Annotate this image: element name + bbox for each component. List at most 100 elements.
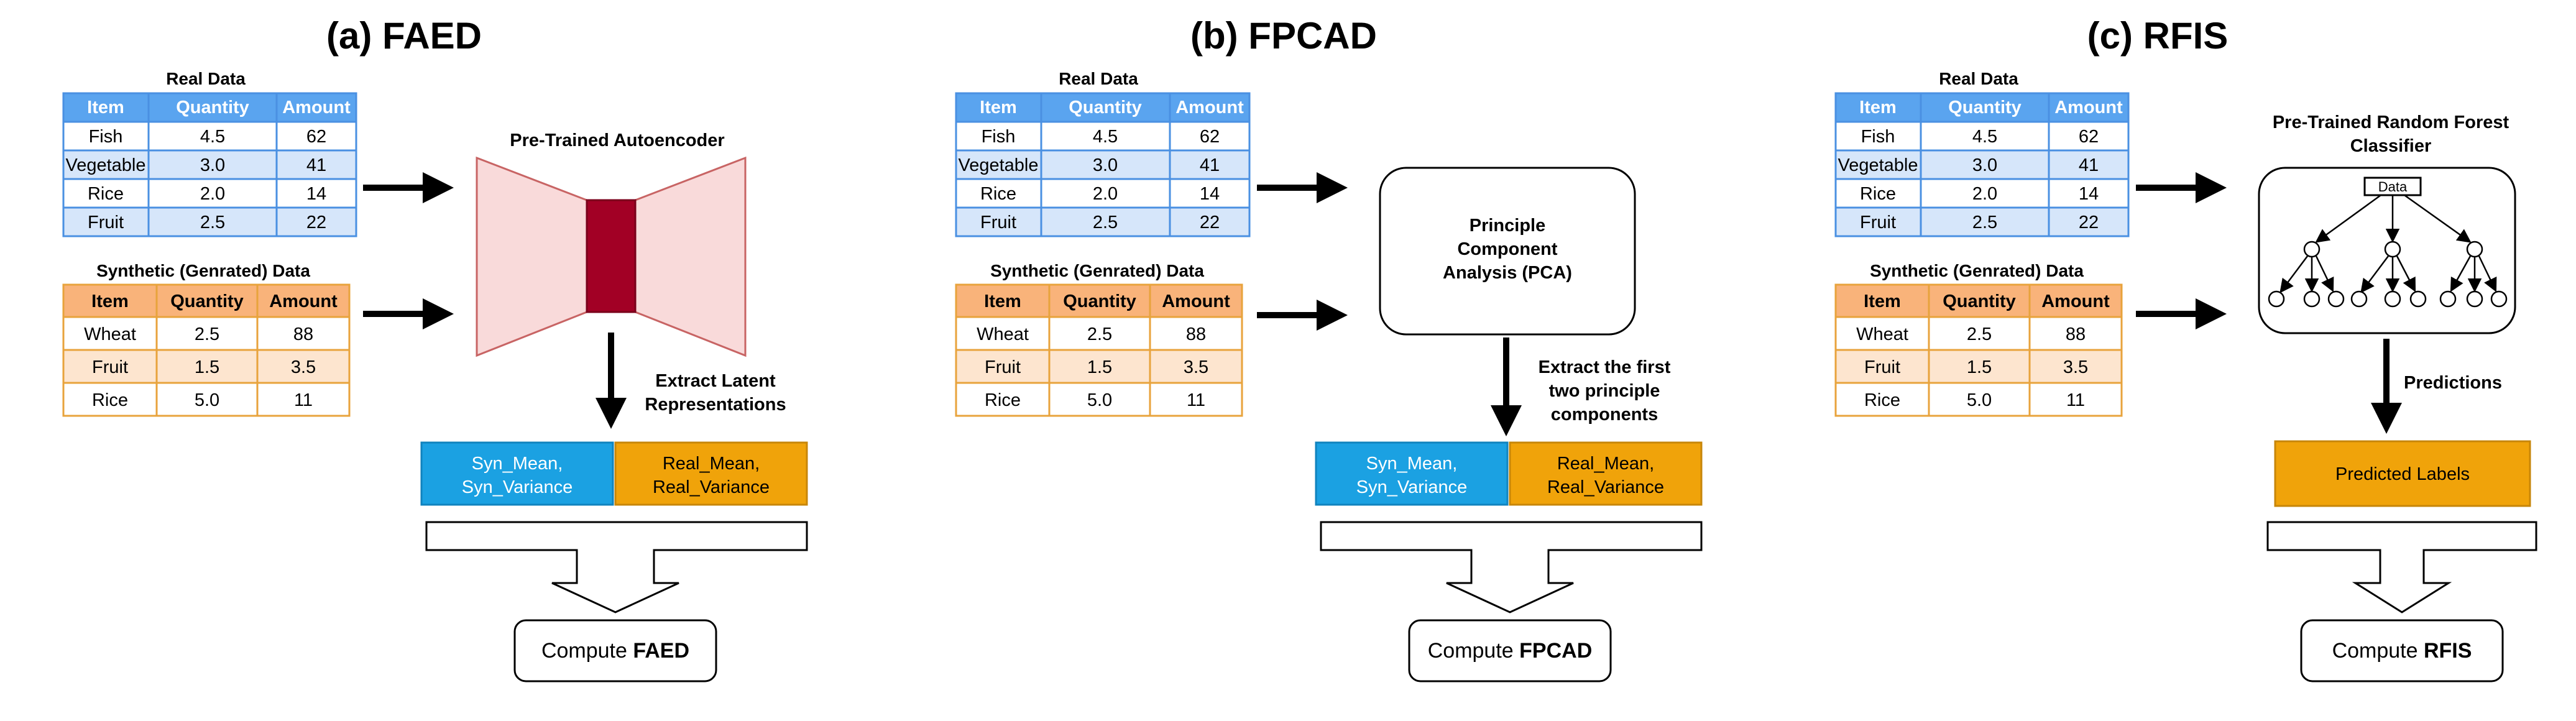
autoencoder-shape [476, 156, 747, 357]
table-cell: 2.5 [1967, 324, 1992, 344]
table-cell: Fruit [980, 213, 1016, 232]
table-cell: 22 [1200, 213, 1220, 232]
table-cell: Fruit [1864, 357, 1900, 377]
table-cell: Rice [1860, 184, 1896, 204]
table-cell: 14 [306, 184, 326, 204]
table-cell: 5.0 [195, 390, 219, 410]
header-item: Item [984, 292, 1021, 311]
table-row: Vegetable 3.0 41 [1834, 149, 2130, 180]
panel-title: (b) FPCAD [1190, 15, 1377, 57]
table-row: Fish 4.5 62 [62, 121, 357, 152]
table-row: Wheat 2.5 88 [955, 316, 1243, 351]
table-cell: 4.5 [1972, 127, 1997, 147]
table-cell: 2.0 [200, 184, 225, 204]
header-quantity: Quantity [1069, 98, 1142, 117]
table-row: Rice 2.0 14 [62, 178, 357, 209]
table-cell: 3.0 [1093, 155, 1118, 175]
header-quantity: Quantity [1063, 292, 1136, 311]
table-row: Fish 4.5 62 [1834, 121, 2130, 152]
table-row: Fruit 2.5 22 [955, 206, 1251, 237]
real-table-header: Item Quantity Amount [62, 92, 357, 123]
autoencoder-label: Pre-Trained Autoencoder [510, 131, 724, 150]
syn-stats-line1: Syn_Mean, [1366, 454, 1458, 474]
header-quantity: Quantity [170, 292, 244, 311]
table-cell: 3.0 [200, 155, 225, 175]
header-amount: Amount [2054, 98, 2123, 117]
compute-rfis-box: Compute RFIS [2300, 619, 2504, 682]
table-cell: 22 [2079, 213, 2099, 232]
aggregate-arrow [2266, 521, 2537, 613]
panel-faed: (a) FAED Real Data Item Quantity Amount … [62, 15, 808, 682]
header-quantity: Quantity [1948, 98, 2022, 117]
header-amount: Amount [1175, 98, 1244, 117]
real-table-header: Item Quantity Amount [1834, 92, 2130, 123]
real-stats-box: Real_Mean, Real_Variance [614, 441, 808, 506]
table-row: Vegetable 3.0 41 [62, 149, 357, 180]
header-amount: Amount [2041, 292, 2110, 311]
syn-stats-box: Syn_Mean, Syn_Variance [1315, 441, 1509, 506]
header-amount: Amount [1162, 292, 1230, 311]
table-row: Fruit 1.5 3.5 [955, 349, 1243, 384]
table-cell: 11 [2066, 390, 2085, 410]
table-cell: 4.5 [200, 127, 225, 147]
header-amount: Amount [269, 292, 338, 311]
table-row: Rice 5.0 11 [955, 382, 1243, 417]
panel-title: (a) FAED [326, 15, 482, 57]
table-cell: Vegetable [1838, 155, 1918, 175]
synthetic-data-table: Synthetic (Genrated) Data Item Quantity … [1834, 261, 2123, 417]
real-data-caption: Real Data [1939, 69, 2018, 88]
table-cell: 5.0 [1087, 390, 1112, 410]
syn-stats-line2: Syn_Variance [462, 477, 573, 497]
header-item: Item [1859, 98, 1897, 117]
header-quantity: Quantity [1943, 292, 2016, 311]
header-item: Item [87, 98, 124, 117]
real-stats-line1: Real_Mean, [663, 454, 760, 474]
table-cell: 14 [2079, 184, 2099, 204]
table-cell: 3.0 [1972, 155, 1997, 175]
table-cell: Rice [1864, 390, 1900, 410]
forest-tree-diagram: Data [2268, 177, 2508, 308]
compute-label: Compute RFIS [2332, 639, 2472, 663]
real-data-table: Real Data Item Quantity Amount Fish 4.5 … [62, 69, 357, 237]
table-cell: Fish [982, 127, 1016, 147]
synthetic-data-caption: Synthetic (Genrated) Data [990, 261, 1204, 280]
table-cell: 3.5 [1184, 357, 1208, 377]
panel-title: (c) RFIS [2087, 15, 2229, 57]
real-stats-line1: Real_Mean, [1557, 454, 1654, 474]
classifier-label-line2: Classifier [2350, 136, 2432, 156]
table-cell: 41 [1200, 155, 1220, 175]
header-item: Item [980, 98, 1017, 117]
table-cell: 62 [1200, 127, 1220, 147]
table-cell: Fish [1861, 127, 1895, 147]
table-cell: 22 [306, 213, 326, 232]
random-forest-box: Data [2258, 167, 2516, 334]
table-cell: 2.0 [1093, 184, 1118, 204]
syn-table-header: Item Quantity Amount [955, 283, 1243, 318]
table-row: Fruit 1.5 3.5 [1834, 349, 2123, 384]
table-cell: Vegetable [65, 155, 145, 175]
synthetic-data-caption: Synthetic (Genrated) Data [96, 261, 310, 280]
table-cell: 1.5 [195, 357, 219, 377]
step-label-line1: Extract Latent [655, 371, 776, 391]
step-label-line1: Extract the first [1539, 357, 1671, 377]
table-cell: 3.5 [2063, 357, 2088, 377]
table-cell: 2.0 [1972, 184, 1997, 204]
real-stats-line2: Real_Variance [1547, 477, 1664, 497]
synthetic-data-table: Synthetic (Genrated) Data Item Quantity … [62, 261, 351, 417]
table-cell: 11 [1187, 390, 1205, 410]
panel-rfis: (c) RFIS Real Data Item Quantity Amount … [1834, 15, 2537, 682]
step-label-line2: two principle [1549, 381, 1660, 401]
step-label-line2: Representations [645, 395, 786, 415]
header-item: Item [91, 292, 129, 311]
table-row: Rice 2.0 14 [1834, 178, 2130, 209]
real-data-caption: Real Data [166, 69, 246, 88]
table-cell: 62 [306, 127, 326, 147]
real-data-table: Real Data Item Quantity Amount Fish 4.5 … [955, 69, 1251, 237]
table-cell: Fruit [985, 357, 1021, 377]
real-data-caption: Real Data [1059, 69, 1138, 88]
table-row: Rice 5.0 11 [62, 382, 351, 417]
aggregate-arrow [425, 521, 808, 613]
table-cell: 11 [294, 390, 313, 410]
table-cell: 2.5 [1087, 324, 1112, 344]
